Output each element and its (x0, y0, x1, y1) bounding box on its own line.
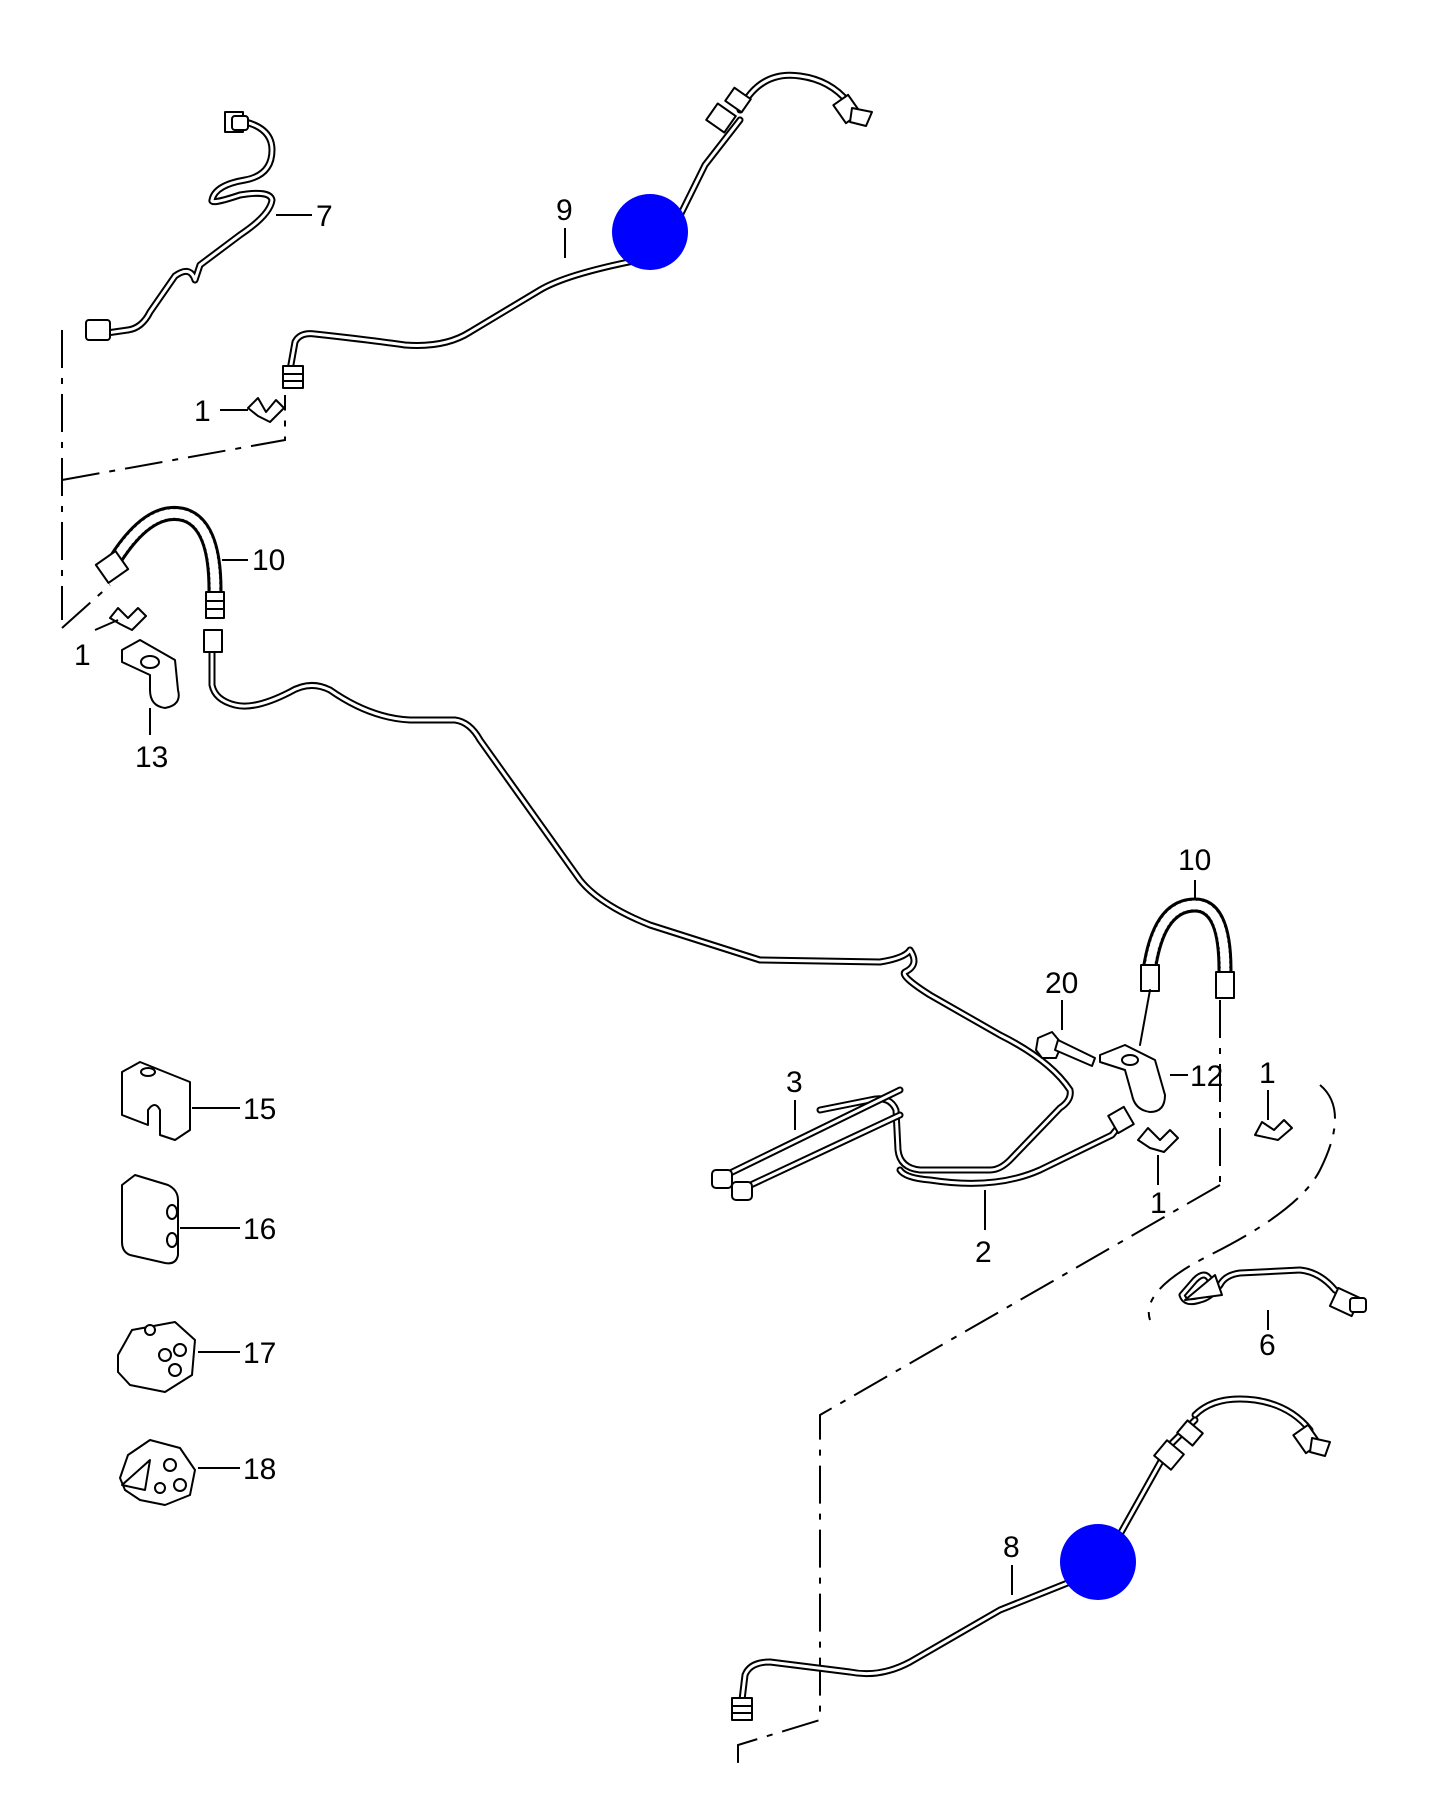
pipe-holder-15 (121, 1061, 240, 1141)
brake-pipe-8 (731, 1395, 1331, 1721)
redaction-marker-upper (612, 194, 688, 270)
pipe-holder-16 (121, 1174, 240, 1265)
callout-6: 6 (1259, 1329, 1276, 1362)
callout-18: 18 (243, 1453, 276, 1486)
callout-15: 15 (243, 1093, 276, 1126)
callout-8: 8 (1003, 1531, 1020, 1564)
brake-pipe-2 (203, 629, 1135, 1187)
redaction-marker-lower (1060, 1524, 1136, 1600)
leader-lines (94, 214, 1269, 1595)
callout-3: 3 (786, 1066, 803, 1099)
brake-pipe-3 (711, 1086, 904, 1201)
callout-7: 7 (316, 200, 333, 233)
brake-hose-10-upper (94, 506, 225, 619)
clip-1-right (1254, 1119, 1293, 1141)
callout-1-left: 1 (74, 639, 91, 672)
callout-10-right: 10 (1178, 844, 1211, 877)
callout-17: 17 (243, 1337, 276, 1370)
brake-pipe-6 (1178, 1266, 1367, 1318)
callout-2: 2 (975, 1236, 992, 1269)
callout-16: 16 (243, 1213, 276, 1246)
callout-13: 13 (135, 741, 168, 774)
callout-1-upper: 1 (194, 395, 211, 428)
clip-1-center (1137, 1127, 1179, 1153)
brake-pipe-7 (85, 111, 276, 341)
callout-12: 12 (1190, 1060, 1223, 1093)
bolt-20 (1035, 1031, 1096, 1067)
clip-1-left (109, 607, 147, 631)
callout-labels: 7 9 1 10 1 13 10 20 12 3 1 1 2 6 8 15 16… (74, 194, 1276, 1564)
bracket-12 (1099, 1044, 1166, 1113)
assembly-dash-lines (61, 330, 1336, 1765)
brake-pipe-9 (282, 71, 873, 389)
callout-1-center: 1 (1150, 1187, 1167, 1220)
brake-hose-10-right (1139, 897, 1235, 1046)
bracket-13 (121, 639, 180, 735)
callout-20: 20 (1045, 967, 1078, 1000)
pipe-holder-17 (117, 1321, 240, 1393)
callout-1-right: 1 (1259, 1057, 1276, 1090)
callout-10-upper: 10 (252, 544, 285, 577)
clip-1-upper (247, 397, 285, 423)
pipe-holder-18 (119, 1439, 240, 1506)
callout-9: 9 (556, 194, 573, 227)
